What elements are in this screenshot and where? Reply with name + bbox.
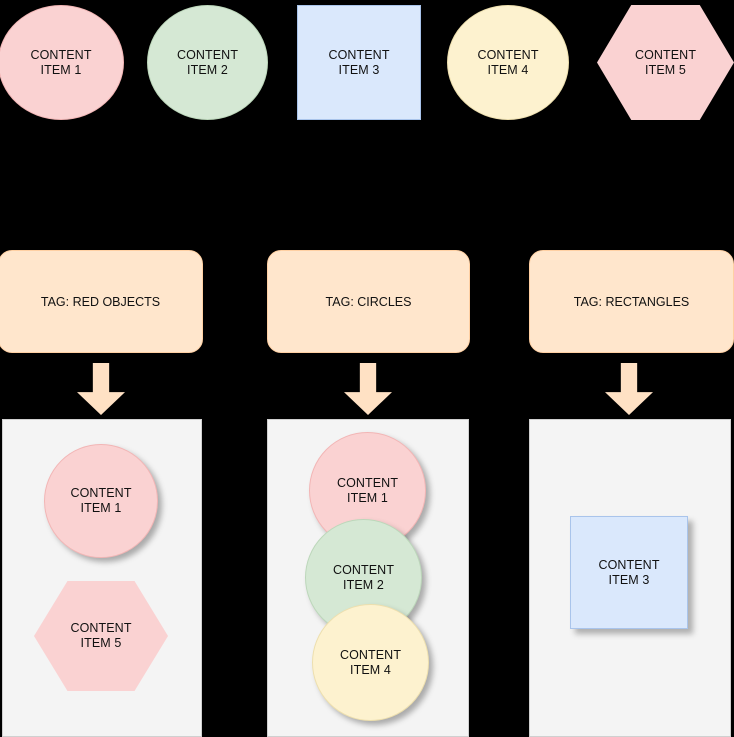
tag-red-objects[interactable]: TAG: RED OBJECTS (0, 250, 203, 353)
tag-rectangles[interactable]: TAG: RECTANGLES (529, 250, 734, 353)
result-rectangles-item-3-label: CONTENT ITEM 3 (598, 557, 660, 587)
result-circles-item-4-label: CONTENT ITEM 4 (339, 647, 402, 677)
result-circles-item-4[interactable]: CONTENT ITEM 4 (312, 604, 429, 721)
tag-rectangles-label: TAG: RECTANGLES (573, 294, 690, 309)
result-circles-item-2-label: CONTENT ITEM 2 (332, 562, 395, 592)
result-red-objects-item-1-label: CONTENT ITEM 1 (70, 486, 132, 515)
down-arrow-icon-circles (344, 363, 392, 415)
result-rectangles-item-3[interactable]: CONTENT ITEM 3 (570, 516, 688, 629)
content-item-4[interactable]: CONTENT ITEM 4 (447, 5, 569, 120)
content-item-1[interactable]: CONTENT ITEM 1 (0, 5, 124, 120)
down-arrow-icon-rectangles (605, 363, 653, 415)
down-arrow-icon-red-objects (77, 363, 125, 415)
content-item-3-label: CONTENT ITEM 3 (328, 47, 390, 77)
tag-circles-label: TAG: CIRCLES (325, 294, 412, 309)
content-item-2-label: CONTENT ITEM 2 (176, 47, 239, 77)
result-circles-item-1-label: CONTENT ITEM 1 (336, 475, 399, 505)
result-red-objects-item-5-label: CONTENT ITEM 5 (70, 621, 132, 650)
content-item-1-label: CONTENT ITEM 1 (30, 47, 92, 77)
content-item-3[interactable]: CONTENT ITEM 3 (297, 5, 421, 120)
tag-red-objects-label: TAG: RED OBJECTS (40, 294, 161, 309)
content-item-2[interactable]: CONTENT ITEM 2 (147, 5, 268, 120)
content-item-5[interactable]: CONTENT ITEM 5 (597, 5, 734, 120)
content-item-4-label: CONTENT ITEM 4 (477, 47, 539, 77)
content-item-5-label: CONTENT ITEM 5 (634, 47, 697, 77)
tag-circles[interactable]: TAG: CIRCLES (267, 250, 470, 353)
result-red-objects-item-1[interactable]: CONTENT ITEM 1 (44, 444, 158, 558)
